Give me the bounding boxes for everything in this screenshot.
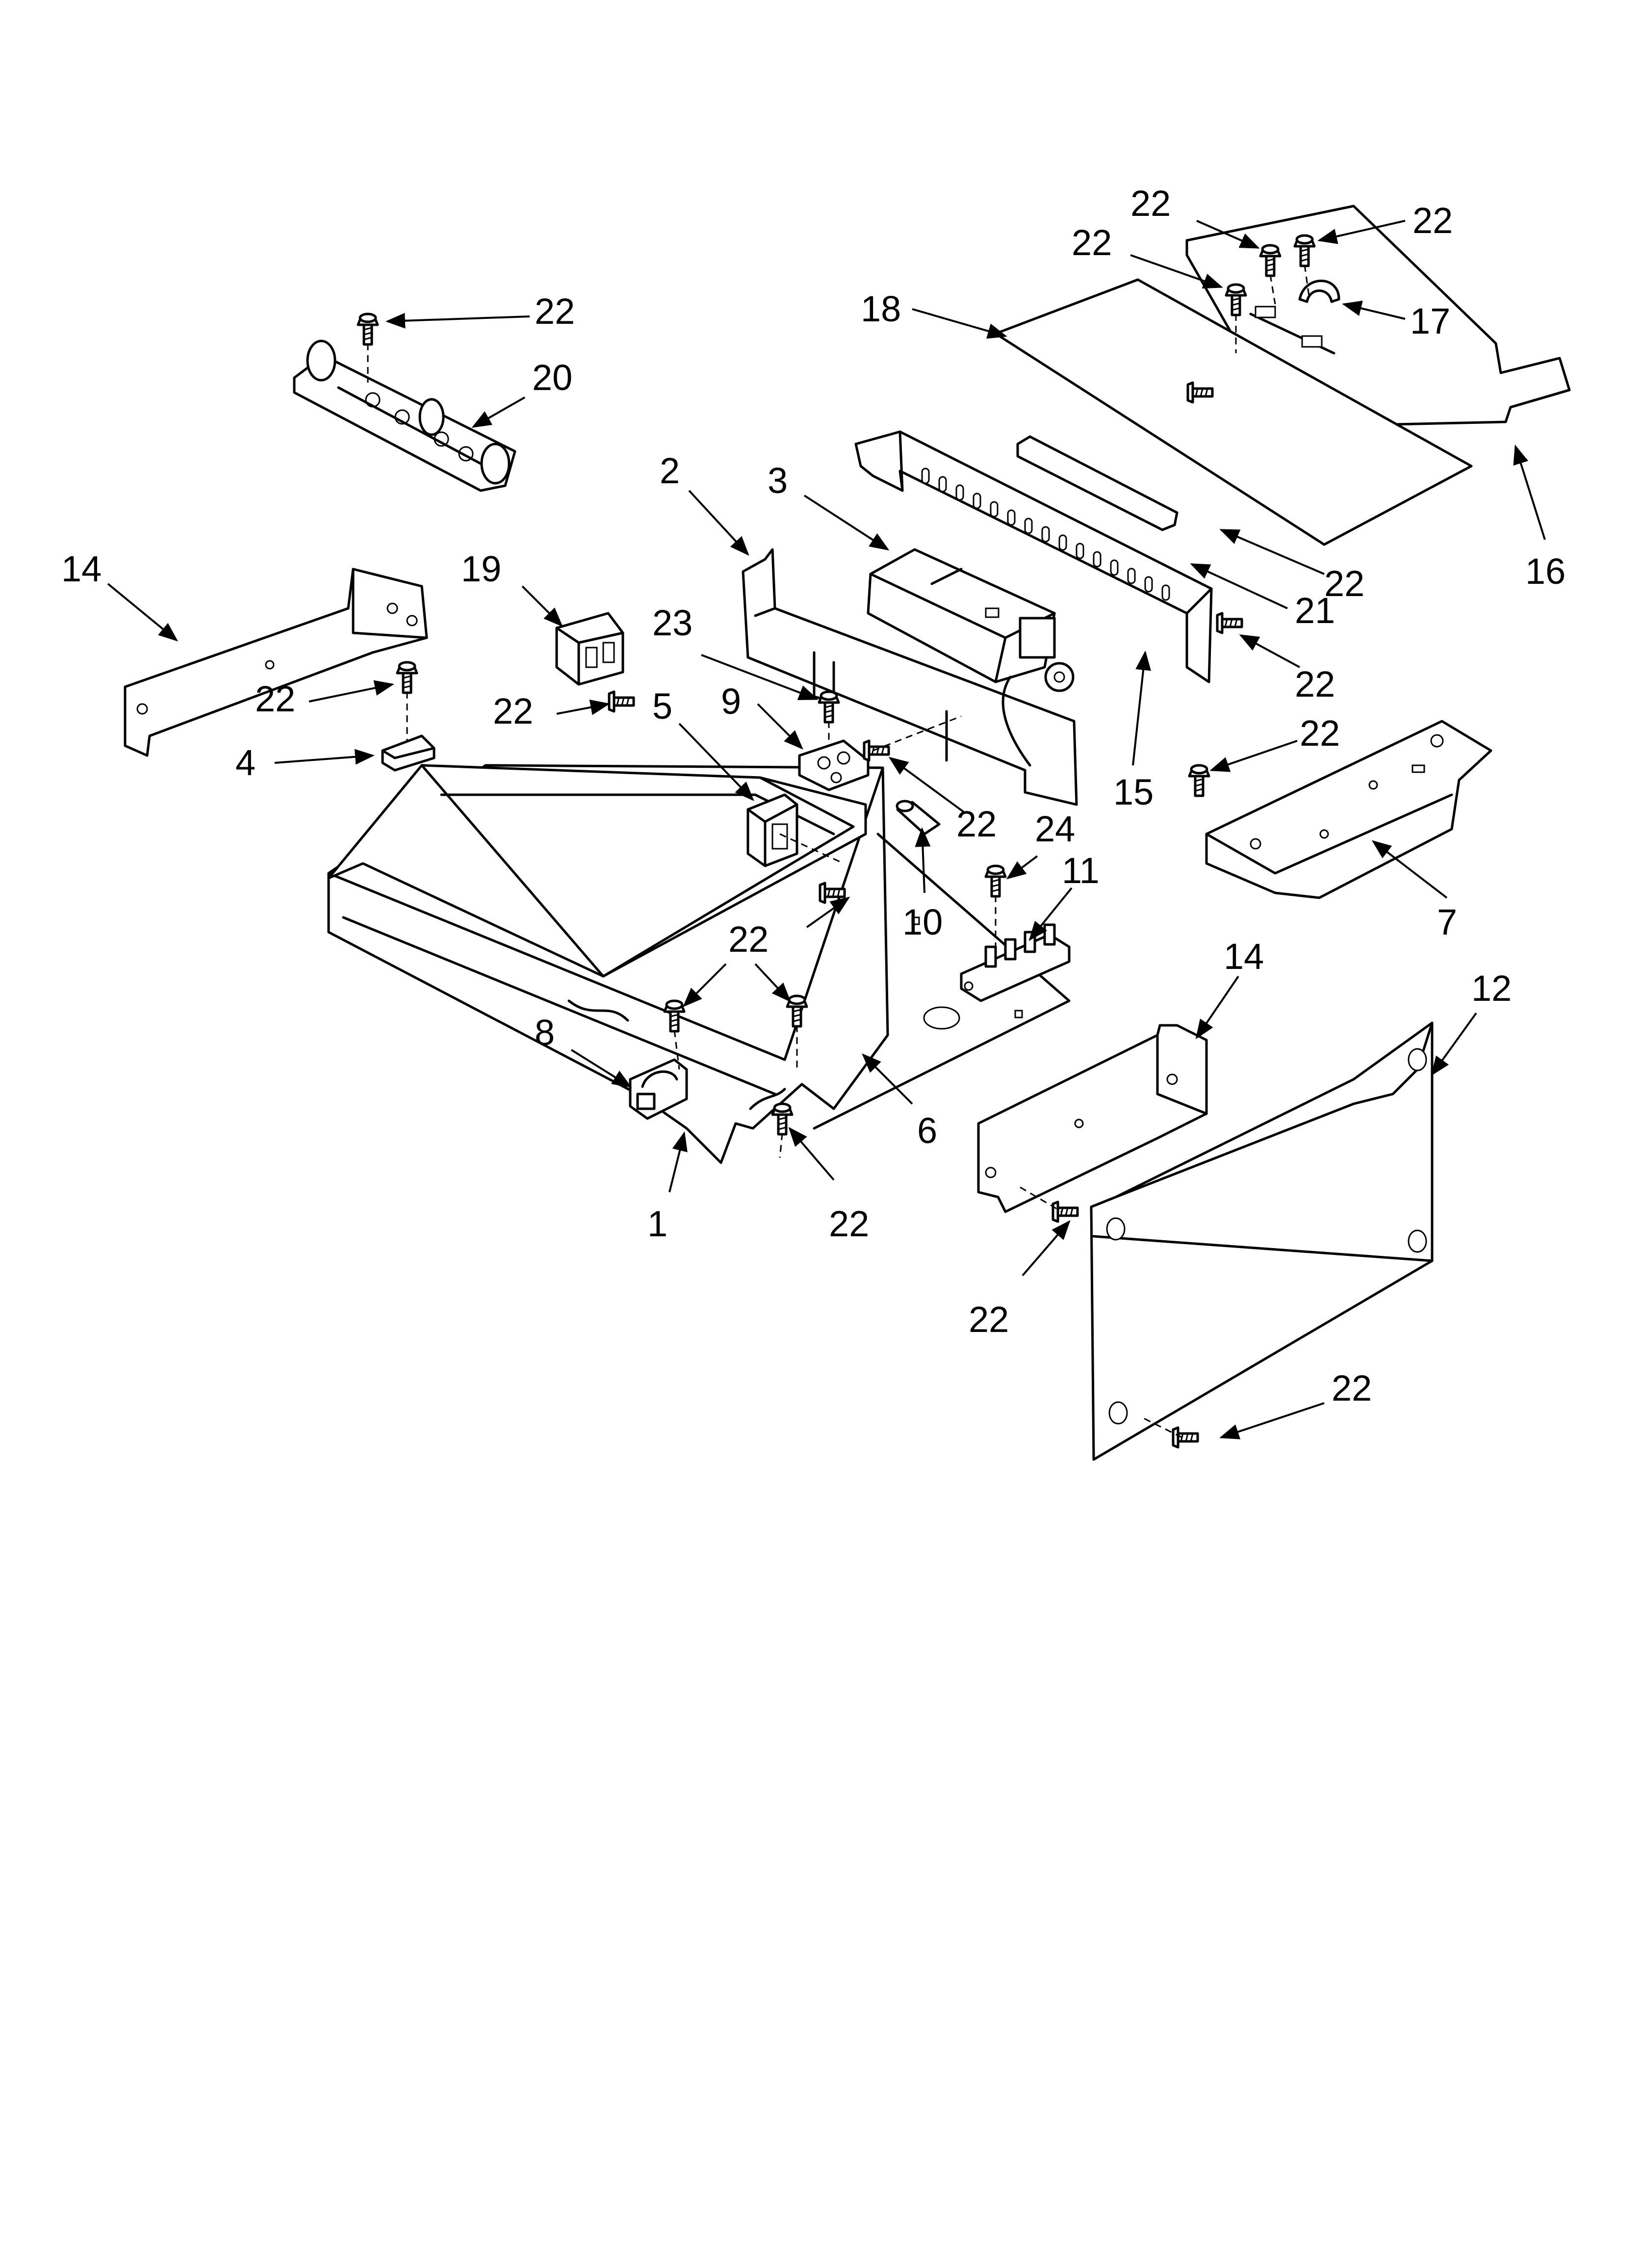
- callout-4: 4: [235, 742, 256, 783]
- part-2-chassis-bracket: [742, 548, 1078, 806]
- leader-arrows: [107, 220, 1546, 1439]
- callout-22-f: 22: [1295, 664, 1335, 704]
- part-3-control-assembly: [867, 548, 1075, 767]
- callout-19: 19: [461, 548, 501, 589]
- part-9-terminal-block: [798, 739, 870, 791]
- assembly-lines: [367, 264, 1310, 1438]
- part-7-mounting-plate: [1205, 720, 1492, 899]
- part-8-clip: [629, 1058, 688, 1120]
- callout-22-b: 22: [1412, 200, 1453, 241]
- callout-21: 21: [1295, 590, 1335, 631]
- callout-5: 5: [652, 686, 672, 727]
- callout-9: 9: [721, 681, 741, 722]
- callout-23: 23: [652, 602, 693, 643]
- part-5-relay: [746, 793, 798, 867]
- callout-10: 10: [902, 902, 943, 942]
- part-14-left-rail: [124, 568, 428, 757]
- part-10-fuse: [896, 800, 941, 835]
- callout-22-e: 22: [1324, 563, 1364, 604]
- callout-labels: 1 2 3 4 5 6 7 8 9 10 11 12 14 14 15 16 1…: [61, 183, 1565, 1408]
- part-11-terminal-strip: [960, 923, 1071, 1002]
- callout-22-d: 22: [535, 291, 575, 332]
- callout-14-left: 14: [61, 548, 102, 589]
- part-19-switch: [555, 612, 624, 686]
- callout-22-h: 22: [493, 691, 533, 731]
- callout-6: 6: [917, 1110, 937, 1151]
- callout-17: 17: [1410, 301, 1450, 341]
- part-4-clip: [381, 734, 436, 772]
- callout-22-n: 22: [1332, 1368, 1372, 1408]
- part-15-bracket: [854, 430, 1213, 683]
- callout-20: 20: [532, 357, 572, 398]
- part-21-strip: [1016, 435, 1179, 531]
- part-12-rear-panel: [1090, 1021, 1434, 1461]
- part-14-right-rail: [977, 1024, 1208, 1213]
- part-18-panel: [994, 278, 1473, 546]
- callout-7: 7: [1437, 902, 1457, 942]
- callout-22-g: 22: [255, 678, 295, 719]
- callout-24: 24: [1035, 808, 1075, 849]
- callout-12: 12: [1471, 968, 1512, 1009]
- callout-3: 3: [768, 460, 788, 501]
- callout-2: 2: [660, 450, 680, 491]
- callout-14-right: 14: [1224, 936, 1264, 977]
- callout-22-l: 22: [829, 1203, 869, 1244]
- part-20-terminal-bracket: [293, 339, 516, 492]
- callout-22-j: 22: [1300, 713, 1340, 754]
- callout-8: 8: [535, 1012, 555, 1053]
- callout-1: 1: [647, 1203, 667, 1244]
- part-17-clamp: [1298, 280, 1340, 303]
- callout-11: 11: [1062, 850, 1100, 891]
- callout-22-i: 22: [956, 804, 997, 844]
- part-6-liner: [327, 764, 1071, 1130]
- callout-22-a: 22: [1130, 183, 1171, 224]
- callout-16: 16: [1525, 551, 1565, 592]
- callout-15: 15: [1113, 772, 1154, 812]
- callout-18: 18: [861, 288, 901, 329]
- callout-22-c: 22: [1072, 222, 1112, 263]
- callout-22-k: 22: [728, 919, 769, 960]
- callout-22-m: 22: [969, 1299, 1009, 1340]
